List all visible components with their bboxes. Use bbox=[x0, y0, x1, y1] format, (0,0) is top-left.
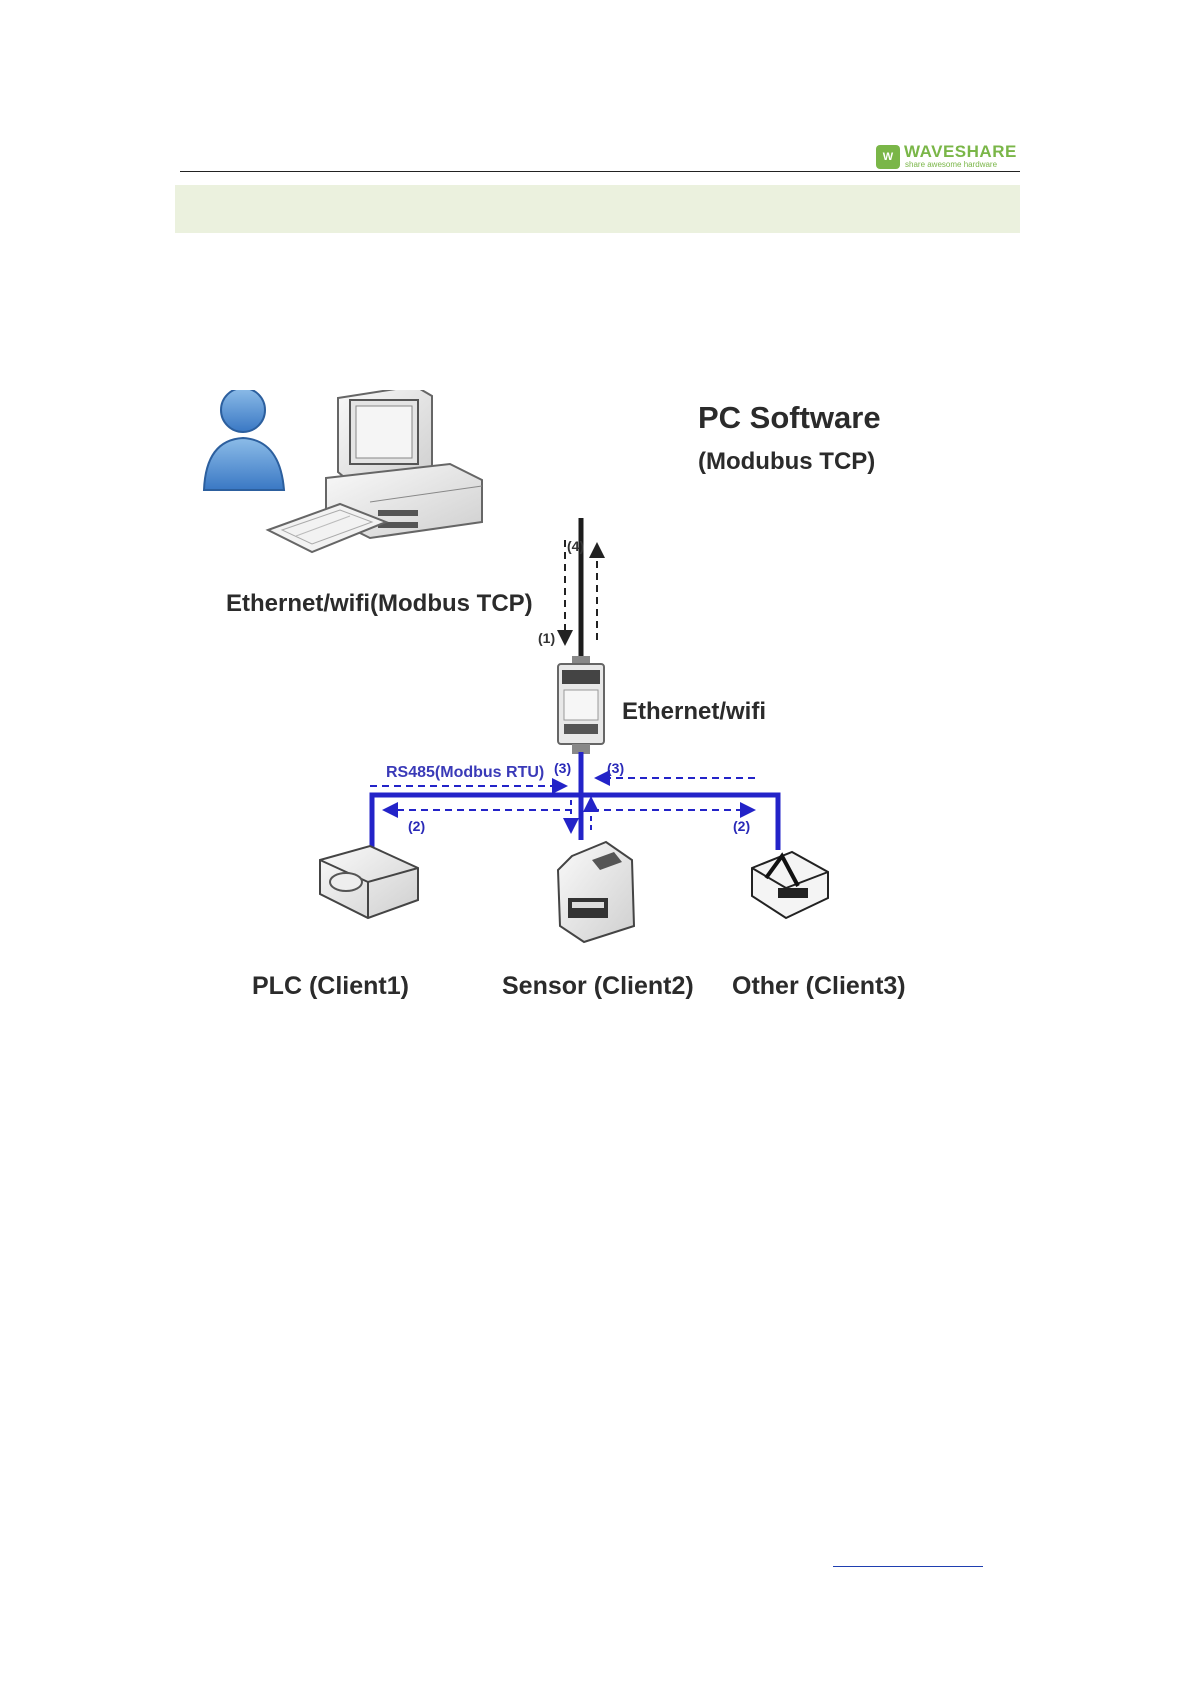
diagram-graphics bbox=[200, 390, 970, 1030]
pc-software-title: PC Software bbox=[698, 400, 881, 436]
step-3-right-label: (3) bbox=[607, 760, 624, 776]
user-icon bbox=[204, 390, 284, 490]
gateway-label: Ethernet/wifi bbox=[622, 698, 766, 726]
logo-tagline: share awesome hardware bbox=[905, 160, 997, 169]
network-diagram: PC Software (Modubus TCP) Ethernet/wifi(… bbox=[200, 390, 970, 1030]
step-2-right-label: (2) bbox=[733, 818, 750, 834]
plc-device-icon bbox=[320, 846, 418, 918]
step-4-label: (4) bbox=[567, 538, 584, 554]
header-rule bbox=[180, 171, 1020, 172]
step-2-left-label: (2) bbox=[408, 818, 425, 834]
client1-label: PLC (Client1) bbox=[252, 972, 409, 1001]
section-heading-bar bbox=[175, 185, 1020, 233]
step-1-label: (1) bbox=[538, 630, 555, 646]
logo-badge-icon: W bbox=[876, 145, 900, 169]
step-3-left-label: (3) bbox=[554, 760, 571, 776]
client3-label: Other (Client3) bbox=[732, 972, 906, 1001]
gateway-device-icon bbox=[558, 656, 604, 754]
logo-name: WAVESHARE bbox=[904, 142, 1017, 162]
sensor-device-icon bbox=[558, 842, 634, 942]
pc-software-subtitle: (Modubus TCP) bbox=[698, 448, 875, 476]
ethernet-link-label: Ethernet/wifi(Modbus TCP) bbox=[226, 590, 533, 618]
footer-link[interactable] bbox=[833, 1566, 983, 1567]
rs485-label: RS485(Modbus RTU) bbox=[386, 764, 544, 782]
waveshare-logo: W WAVESHARE share awesome hardware bbox=[876, 143, 1016, 171]
other-device-icon bbox=[752, 852, 828, 918]
pc-computer-icon bbox=[268, 390, 482, 552]
client2-label: Sensor (Client2) bbox=[502, 972, 694, 1001]
